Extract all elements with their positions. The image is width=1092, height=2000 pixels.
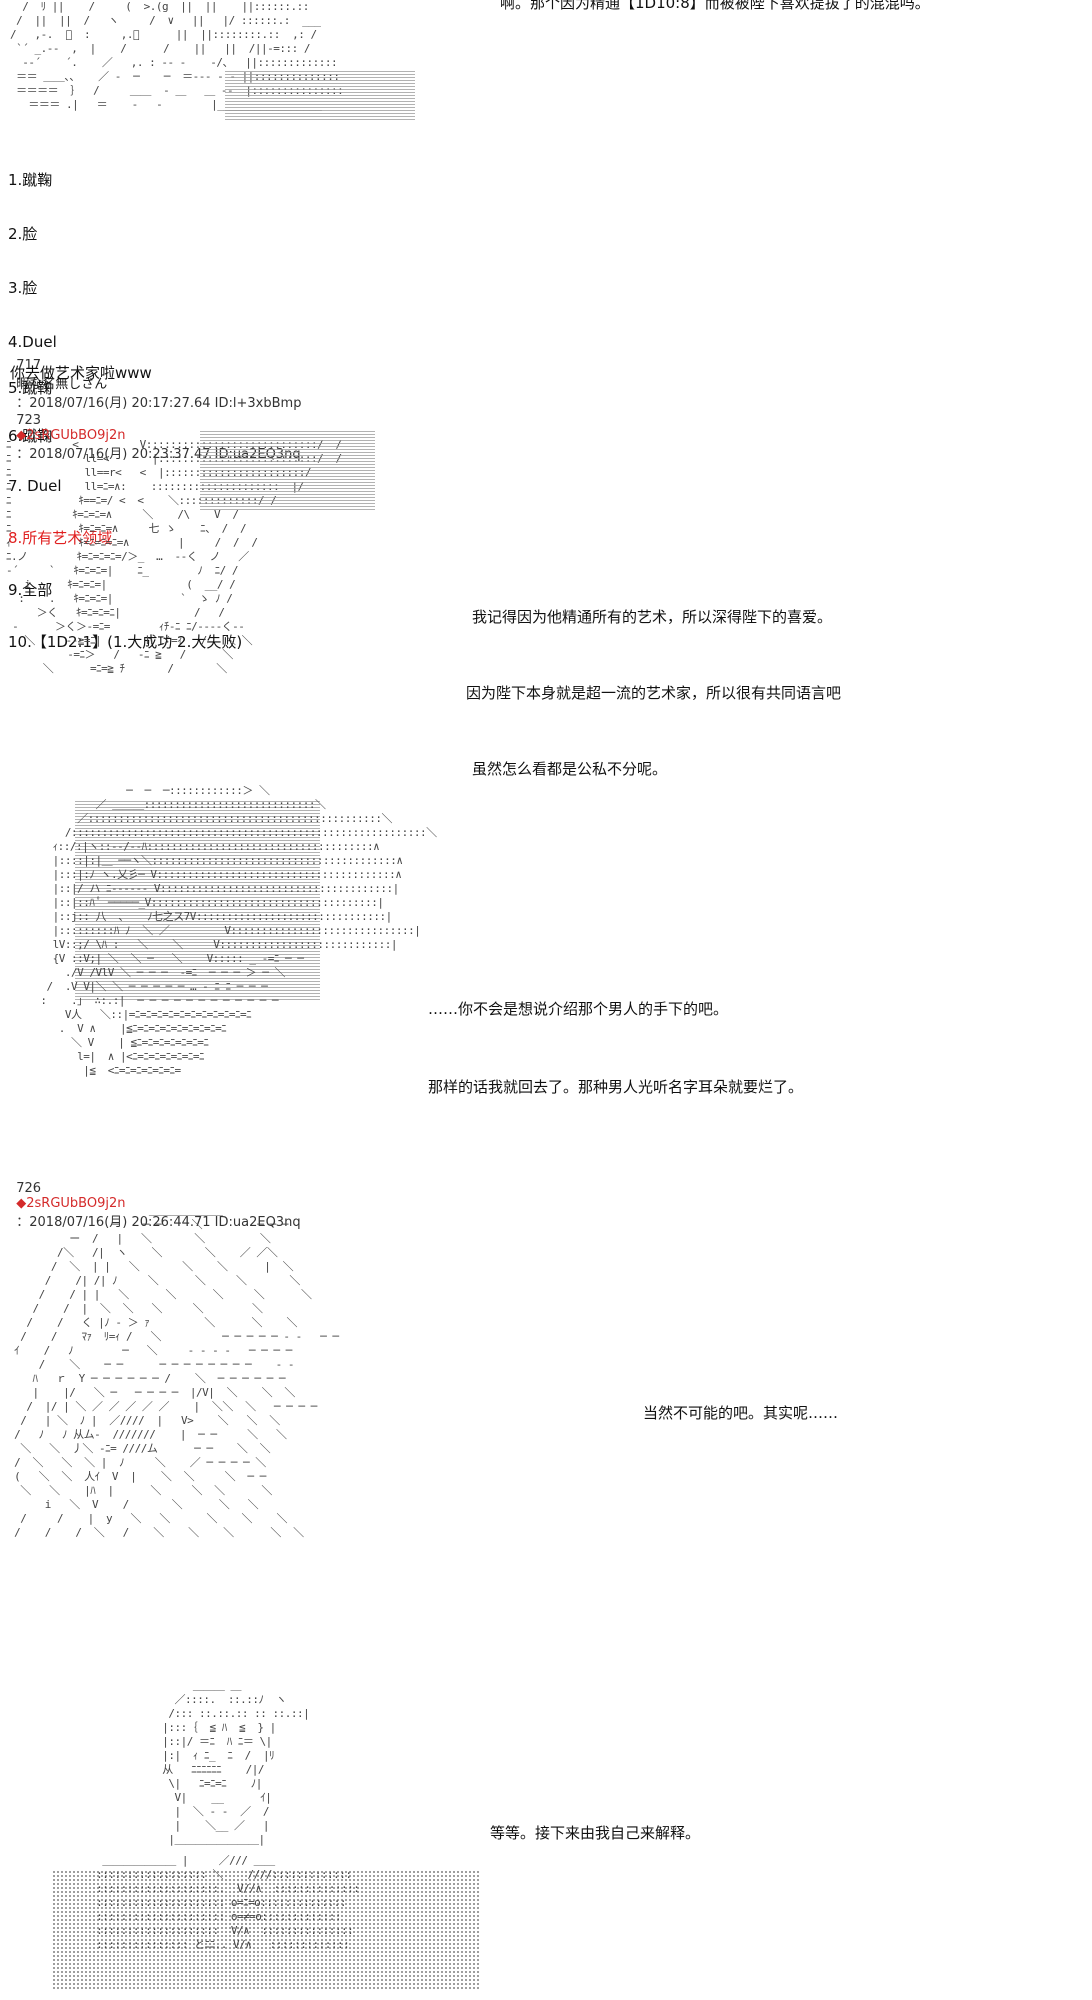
choice-item-6: 6.蹴鞠 <box>8 427 53 445</box>
ascii-dots-shirt <box>52 1870 480 1990</box>
choice-item-5: 5.蹴鞠 <box>8 379 53 397</box>
post-726-header: 726 ◆2sRGUbBO9j2n ：2018/07/16(月) 20:26:4… <box>8 1166 301 1230</box>
poster-trip[interactable]: ◆2sRGUbBO9j2n <box>16 428 126 443</box>
choice-item-3: 3.脸 <box>8 279 38 297</box>
post-number: 723 <box>16 413 42 428</box>
ascii-art-figure-4: ＿＿＿ ＿ ／::::. ::.::ﾉ ヽ /::: ::.::.:: :: :… <box>162 1679 310 1846</box>
dialogue-line: 我记得因为他精通所有的艺术，所以深得陛下的喜爱。 <box>472 608 833 626</box>
post-number: 717 <box>16 358 42 373</box>
post-717-body: 你去做艺术家啦www <box>10 364 152 382</box>
dialogue-line: 虽然怎么看都是公私不分呢。 <box>472 760 668 778</box>
dialogue-line: 等等。接下来由我自己来解释。 <box>490 1824 701 1842</box>
post-723-lines-a: 我记得因为他精通所有的艺术，所以深得陛下的喜爱。 因为陛下本身就是超一流的艺术家… <box>466 570 841 817</box>
ascii-hatch-hat <box>200 430 375 510</box>
ascii-art-figure-2: ─ ─ ─::::::::::::＞ ＼ ／ ＿＿＿::::::::::::::… <box>40 784 437 1077</box>
choice-item-2: 2.脸 <box>8 225 38 243</box>
choice-item-7: 7. Duel <box>8 477 62 495</box>
top-narration: 啊。那个因为精通【1D10:8】而被被陛下喜欢提拔了的混混吗。 <box>500 0 930 12</box>
ascii-art-figure-3: ＿＿＿＿＿＿＿ ─ ─ ─ ＼ ─ ─ ─ ー / | ＼ ＼ ＼ /＼ /| … <box>14 1204 339 1539</box>
poster-trip[interactable]: ◆2sRGUbBO9j2n <box>16 1196 126 1211</box>
post-meta: ：2018/07/16(月) 20:26:44.71 ID:ua2EQ3nq <box>16 1215 301 1230</box>
choice-item-8: 8.所有艺术领域 <box>8 529 113 547</box>
poster-name[interactable]: 暇な名無しさん <box>16 377 108 392</box>
post-number: 726 <box>16 1181 42 1196</box>
post-726-lines-a: 当然不可能的吧。其实呢…… <box>643 1366 838 1442</box>
dialogue-line: ……你不会是想说介绍那个男人的手下的吧。 <box>428 1000 729 1018</box>
choice-item-4: 4.Duel <box>8 333 57 351</box>
ascii-art-figure-4-collar: ＿＿＿＿＿＿＿ | ／/// ＿＿ :::::::::::::::::: ＼ /… <box>96 1854 360 1951</box>
choice-item-10: 10.【1D2:1】(1.大成功 2.大失败) <box>8 633 243 651</box>
choice-item-1: 1.蹴鞠 <box>8 171 53 189</box>
dialogue-line: 那样的话我就回去了。那种男人光听名字耳朵就要烂了。 <box>428 1078 804 1096</box>
post-723-lines-b: ……你不会是想说介绍那个男人的手下的吧。 那样的话我就回去了。那种男人光听名字耳… <box>428 962 803 1137</box>
choice-list: 1.蹴鞠 2.脸 3.脸 4.Duel 5.蹴鞠 6.蹴鞠 7. Duel 8.… <box>8 140 242 670</box>
post-726-lines-b: 等等。接下来由我自己来解释。 <box>490 1786 700 1862</box>
post-717-header: 717 暇な名無しさん ：2018/07/16(月) 20:17:27.64 I… <box>8 343 301 411</box>
dialogue-line: 当然不可能的吧。其实呢…… <box>643 1404 839 1422</box>
post-meta: ：2018/07/16(月) 20:17:27.64 ID:l+3xbBmp <box>16 396 302 411</box>
ascii-hatch-top <box>225 70 415 120</box>
choice-item-9: 9.全部 <box>8 581 53 599</box>
dialogue-line: 因为陛下本身就是超一流的艺术家，所以很有共同语言吧 <box>466 684 842 702</box>
ascii-hatch-hair <box>75 800 320 1000</box>
